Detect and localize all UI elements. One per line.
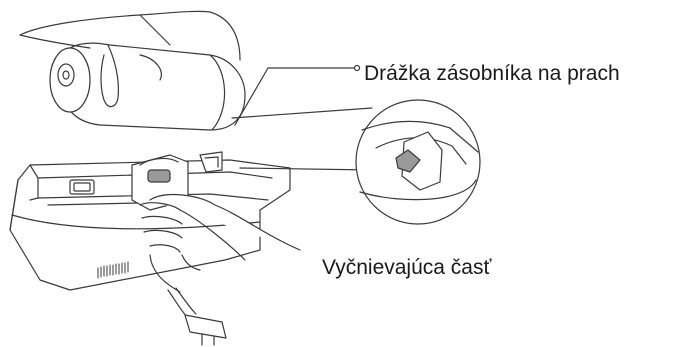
zoom-connector-top: [232, 108, 372, 118]
protruding-part-label: Vyčnievajúca časť: [322, 256, 491, 280]
zoom-detail: [356, 100, 480, 224]
dust-bin-groove-label: Drážka zásobníka na prach: [364, 62, 620, 86]
dust-bin: [50, 43, 245, 130]
power-cable: [168, 288, 226, 345]
